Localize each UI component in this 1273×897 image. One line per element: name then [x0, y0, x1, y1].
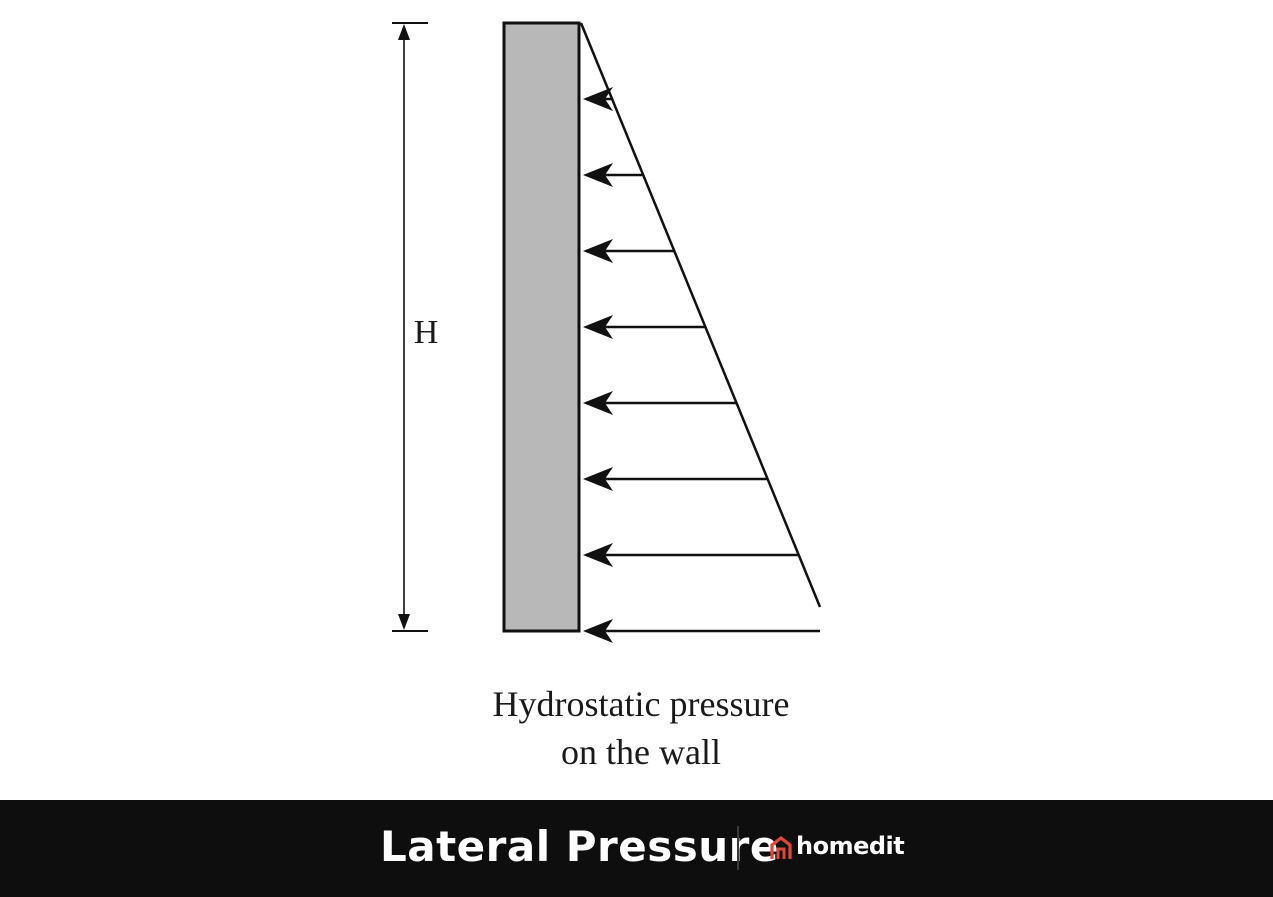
footer-bar: Lateral Pressure homedit [0, 800, 1273, 897]
pressure-arrowhead-3 [583, 239, 613, 263]
footer-title: Lateral Pressure [380, 822, 779, 871]
pressure-arrowhead-8 [583, 619, 613, 643]
hydrostatic-pressure-diagram: H Hydrostatic pressure on the wall [392, 21, 822, 772]
height-label: H [414, 314, 439, 351]
height-dimension: H [392, 22, 439, 632]
footer-divider [737, 826, 739, 870]
brand-name: homedit [796, 832, 905, 860]
pressure-arrowhead-5 [583, 391, 613, 415]
pressure-arrowhead-1 [583, 87, 613, 111]
pressure-arrowhead-6 [583, 467, 613, 491]
pressure-arrows [583, 87, 820, 643]
house-icon [770, 836, 792, 859]
pressure-arrowhead-2 [583, 163, 613, 187]
caption-line-2: on the wall [561, 732, 721, 772]
pressure-envelope-line [579, 22, 822, 608]
caption-line-1: Hydrostatic pressure [493, 684, 790, 724]
pressure-arrowhead-7 [583, 543, 613, 567]
dimension-arrow-down [398, 614, 410, 630]
dimension-arrow-up [398, 24, 410, 40]
wall [502, 21, 581, 633]
pressure-arrowhead-4 [583, 315, 613, 339]
